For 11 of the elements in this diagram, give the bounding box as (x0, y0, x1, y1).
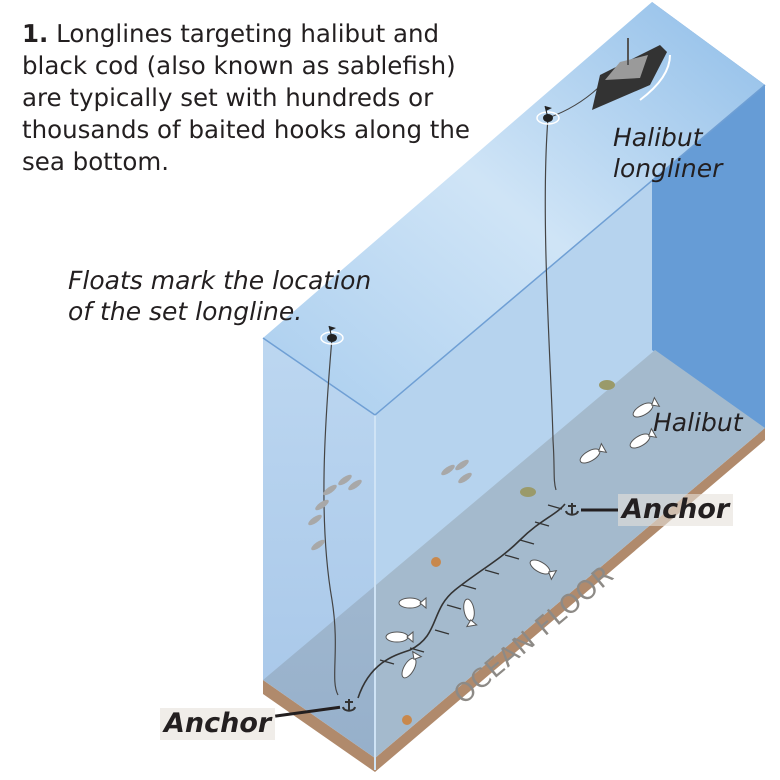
fish-label: Halibut (653, 407, 743, 438)
leader-line (581, 508, 618, 512)
anchor-icon (563, 502, 581, 518)
part-label: Anchor (618, 494, 734, 526)
anchor-icon (340, 698, 358, 714)
description-text: 1. Longlines targeting halibut and black cod (also known as sablefish) are typically set with hundreds or thousands of baited hooks along the sea bottom. (22, 18, 471, 178)
float-note: Floats mark the location of the set longline. (68, 265, 372, 327)
longline (357, 503, 566, 698)
part-label: Anchor (160, 708, 276, 740)
vessel-label: Halibut longliner (613, 122, 725, 184)
leader-line (275, 706, 340, 718)
